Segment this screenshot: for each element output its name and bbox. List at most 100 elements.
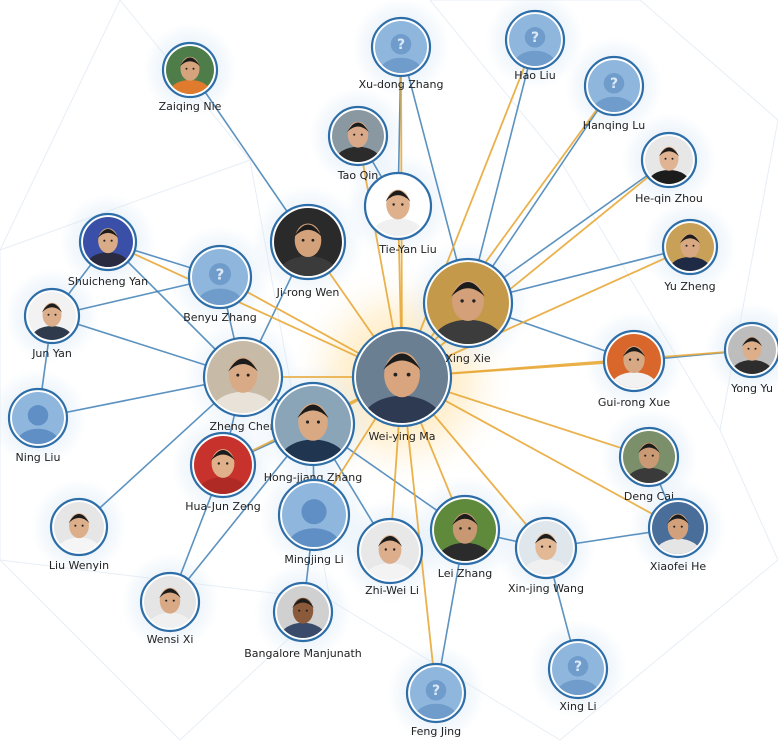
photo-eye: [305, 609, 308, 612]
node-dengcai[interactable]: Deng Cai: [618, 426, 680, 503]
photo-shoulders: [211, 391, 275, 413]
photo-face: [452, 513, 478, 544]
photo-shoulders: [335, 146, 381, 162]
photo-eye: [54, 313, 57, 316]
node-weiying[interactable]: Wei-ying Ma: [351, 326, 453, 448]
node-zhiwei[interactable]: Zhi-Wei Li: [356, 517, 424, 597]
node-heqin[interactable]: He-qin Zhou: [635, 131, 703, 205]
silhouette-head: [301, 499, 327, 525]
photo-eye: [468, 527, 471, 530]
node-xiaofei[interactable]: Xiaofei He: [647, 497, 709, 573]
node-zaiqing[interactable]: Zaiqing Nie: [159, 41, 222, 113]
node-liuwenyin[interactable]: Liu Wenyin: [49, 497, 109, 572]
node-yongyu[interactable]: Yong Yu: [723, 321, 778, 395]
photo-eye: [236, 373, 240, 377]
photo-face: [294, 223, 322, 258]
node-yuzheng[interactable]: Yu Zheng: [661, 218, 719, 293]
node-label: Shuicheng Yan: [68, 275, 148, 288]
photo-face: [159, 587, 181, 614]
node-label: Xin-jing Wang: [508, 582, 584, 595]
node-label: Zheng Chen: [209, 420, 276, 433]
node-mingjing[interactable]: Mingjing Li: [277, 478, 351, 566]
photo-eye: [226, 462, 229, 465]
photo-eye: [47, 313, 50, 316]
edge-center-shuicheng: [107, 241, 403, 378]
photo-eye: [460, 299, 464, 303]
node-xudong[interactable]: ?Xu-dong Zhang: [359, 16, 444, 91]
photo-eye: [360, 133, 363, 136]
photo-face: [384, 352, 420, 398]
node-zhengchen[interactable]: Zheng Chen: [202, 336, 284, 433]
photo-hair: [42, 303, 62, 313]
node-label: Jun Yan: [31, 347, 72, 360]
photo-eye: [81, 524, 84, 527]
node-xinjing[interactable]: Xin-jing Wang: [508, 516, 584, 595]
photo-face: [378, 535, 402, 564]
photo-face: [292, 597, 314, 624]
question-mark-icon: ?: [216, 265, 225, 283]
node-label: Xu-dong Zhang: [359, 78, 444, 91]
photo-eye: [353, 133, 356, 136]
node-label: Tie-Yan Liu: [378, 243, 436, 256]
photo-eye: [298, 609, 301, 612]
silhouette-head: [603, 73, 625, 94]
node-huajun[interactable]: Hua-Jun Zeng: [185, 431, 261, 513]
node-shuicheng[interactable]: Shuicheng Yan: [68, 212, 148, 288]
node-hongjiang[interactable]: Hong-jiang Zhang: [264, 381, 362, 484]
node-tieyan[interactable]: Tie-Yan Liu: [363, 171, 437, 256]
node-label: Lei Zhang: [438, 567, 492, 580]
node-fengjing[interactable]: ?Feng Jing: [405, 662, 467, 738]
photo-shoulders: [647, 170, 691, 184]
photo-shoulders: [30, 326, 74, 340]
node-xingli[interactable]: ?Xing Li: [547, 638, 609, 713]
photo-face: [69, 513, 89, 539]
node-benyu[interactable]: ? Benyu Zhang: [183, 244, 257, 324]
node-label: Benyu Zhang: [183, 311, 256, 324]
photo-eye: [685, 244, 688, 247]
photo-eye: [305, 420, 310, 424]
photo-eye: [311, 238, 315, 242]
node-wensi[interactable]: Wensi Xi: [139, 571, 201, 646]
photo-eye: [540, 545, 544, 548]
node-label: Zaiqing Nie: [159, 100, 222, 113]
node-hanqing[interactable]: ? Hanqing Lu: [583, 55, 645, 132]
photo-eye: [165, 599, 168, 602]
node-label: Yong Yu: [730, 382, 773, 395]
photo-hair: [228, 358, 258, 372]
photo-shoulders: [280, 622, 326, 638]
node-ningliu[interactable]: Ning Liu: [7, 387, 69, 464]
photo-shoulders: [364, 563, 416, 580]
node-label: Hanqing Lu: [583, 119, 645, 132]
photo-eye: [680, 525, 683, 528]
photo-eye: [384, 548, 387, 551]
node-label: Ji-rong Wen: [276, 286, 340, 299]
node-bangalore[interactable]: Bangalore Manjunath: [244, 581, 362, 660]
photo-face: [180, 56, 200, 81]
node-haoliu[interactable]: ?Hao Liu: [504, 9, 566, 82]
background-web-line: [559, 159, 721, 431]
photo-face: [98, 228, 118, 254]
photo-eye: [754, 347, 757, 350]
silhouette-shoulders: [556, 679, 600, 695]
node-junyan[interactable]: Jun Yan: [23, 287, 81, 360]
node-leizhang[interactable]: Lei Zhang: [429, 494, 501, 580]
photo-shoulders: [668, 257, 712, 271]
photo-hair: [347, 122, 369, 132]
photo-eye: [651, 454, 654, 457]
photo-eye: [393, 548, 396, 551]
silhouette-shoulders: [592, 96, 636, 112]
photo-eye: [74, 524, 77, 527]
node-xingxie[interactable]: Xing Xie: [422, 257, 514, 366]
node-label: Xing Xie: [445, 352, 491, 365]
photo-hair: [622, 347, 646, 357]
photo-eye: [636, 358, 640, 361]
question-mark-icon: ?: [610, 76, 618, 92]
photo-shoulders: [85, 252, 131, 267]
node-guirong[interactable]: Gui-rong Xue: [598, 329, 670, 409]
node-taoqin[interactable]: Tao Qin: [327, 105, 389, 182]
question-mark-icon: ?: [531, 30, 539, 46]
question-mark-icon: ?: [574, 659, 582, 675]
node-jirong[interactable]: Ji-rong Wen: [269, 203, 347, 299]
photo-face: [452, 280, 484, 322]
